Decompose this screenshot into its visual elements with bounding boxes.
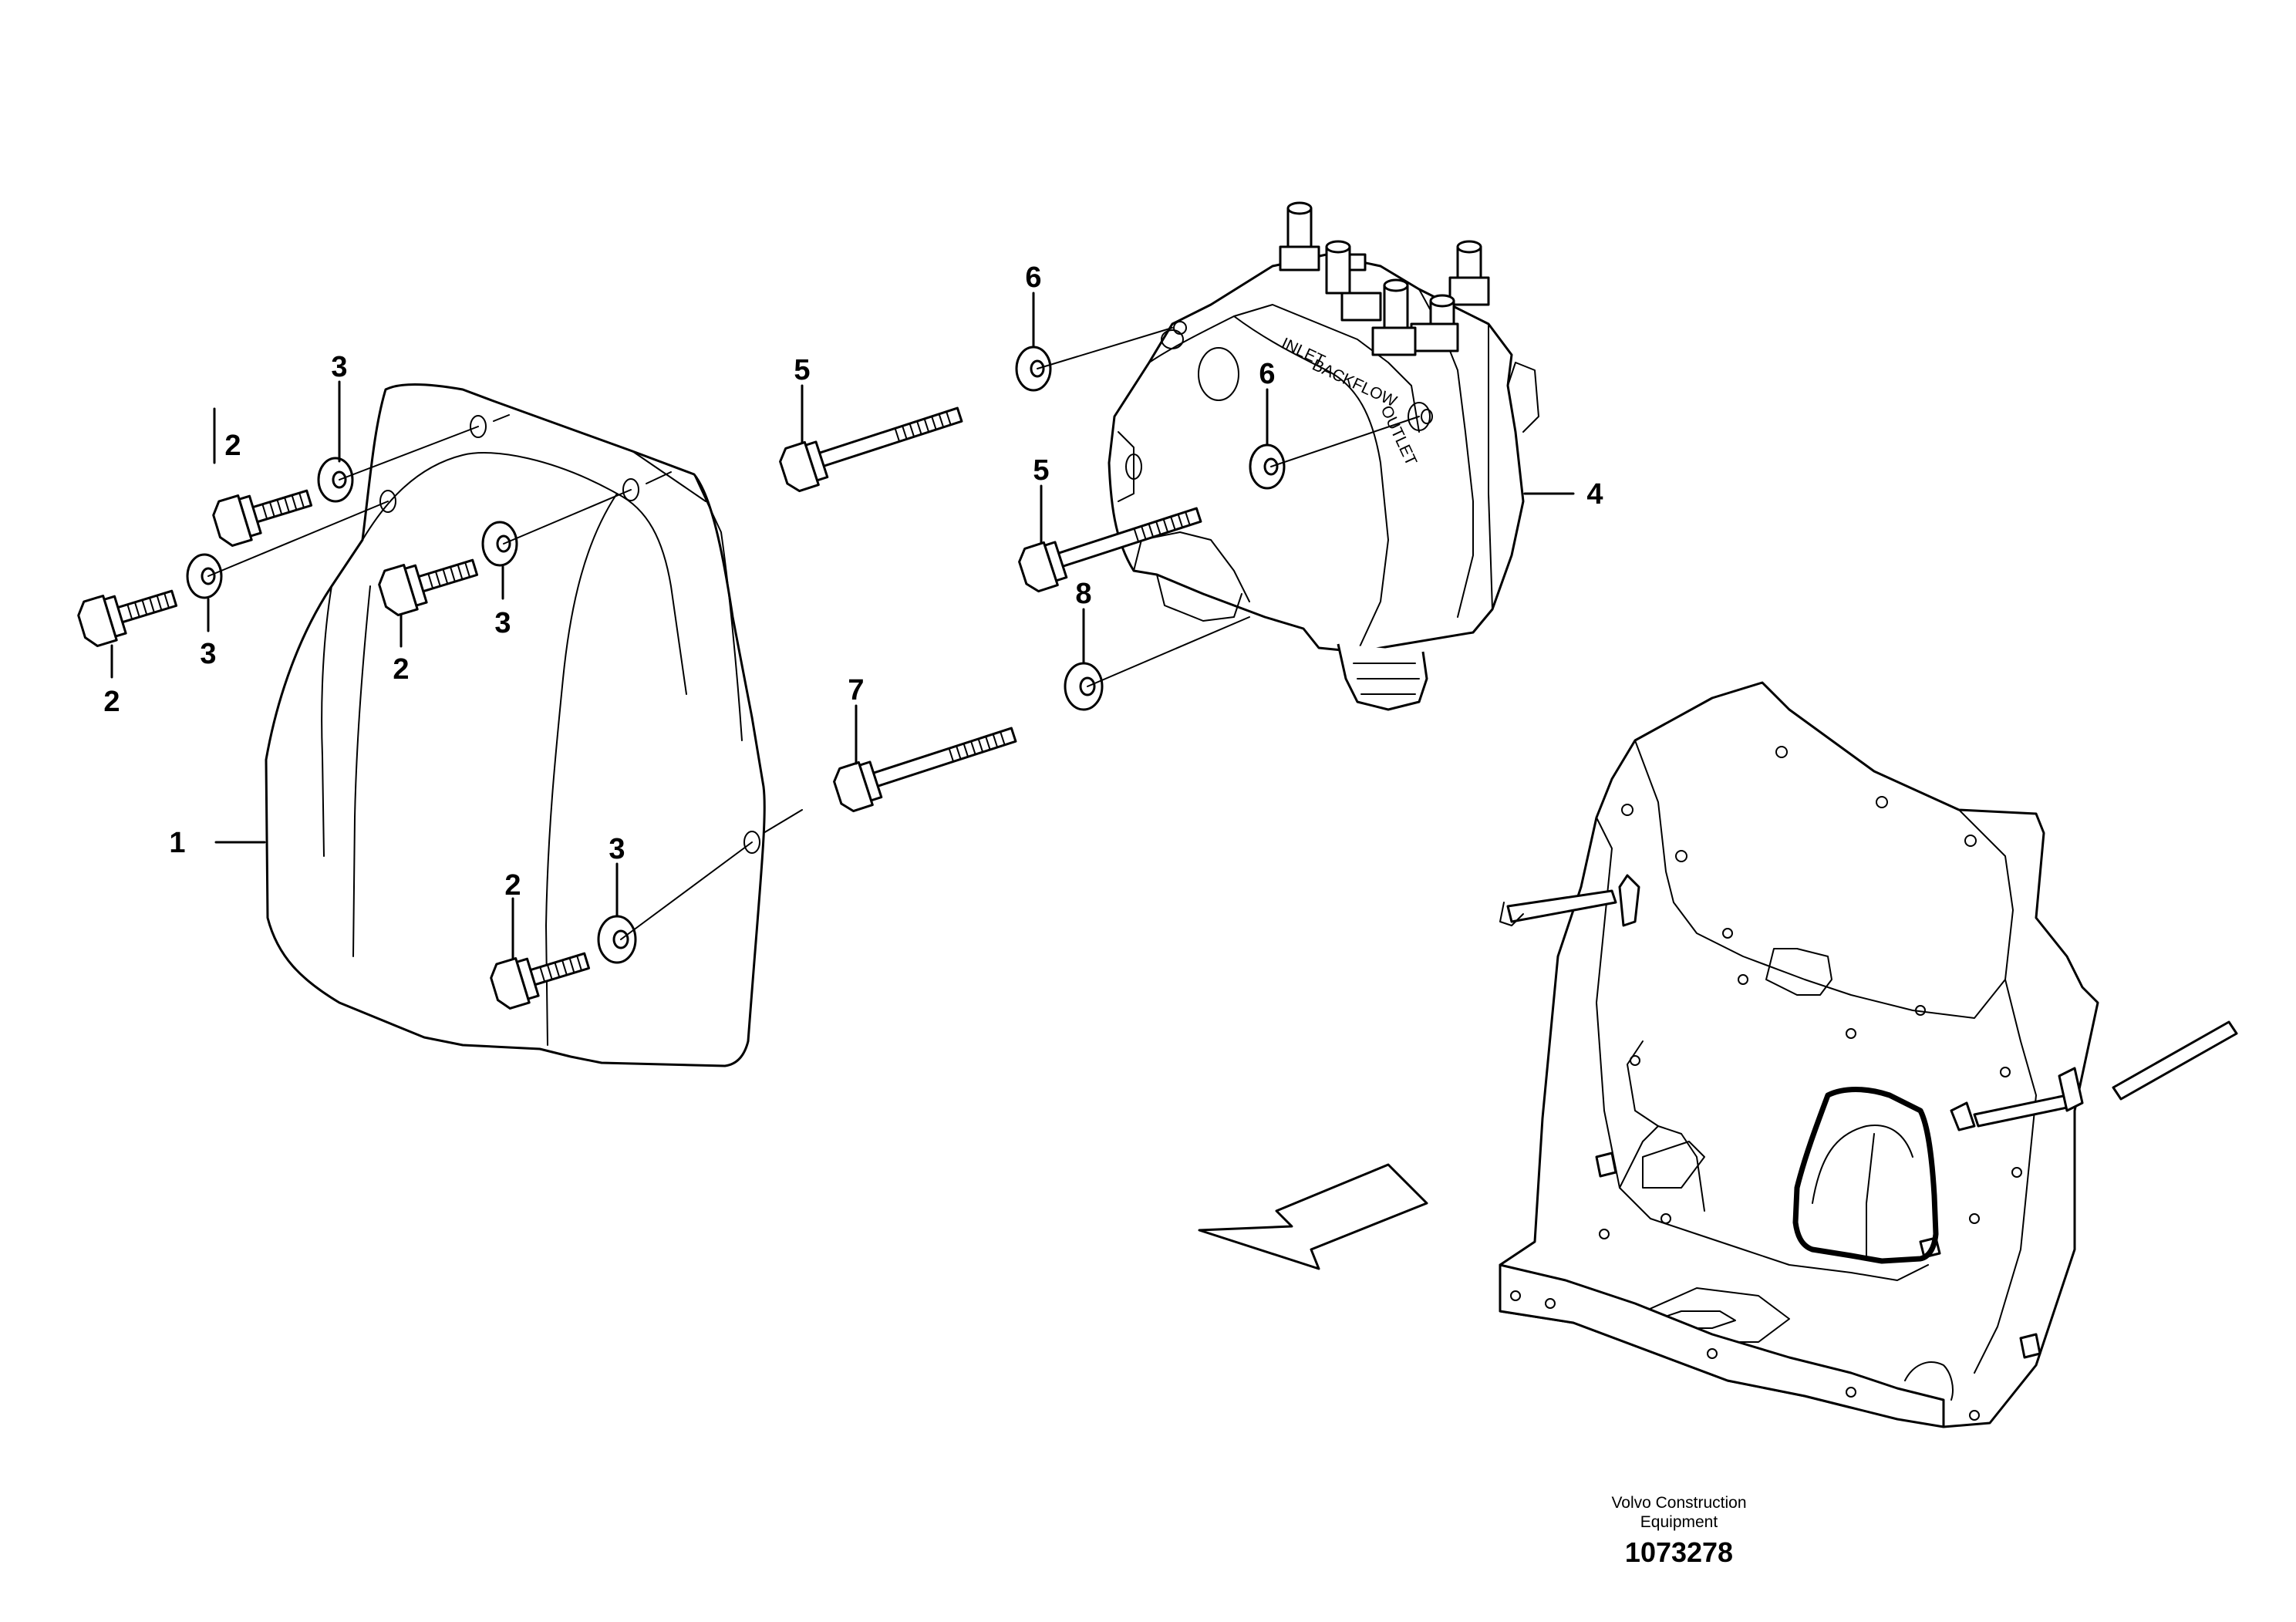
washer-8 xyxy=(1064,662,1104,711)
footer: Volvo Construction Equipment 1073278 xyxy=(1611,1494,1746,1568)
washer-3-b xyxy=(186,553,223,599)
callout-3-a: 3 xyxy=(331,351,347,383)
assembly-lines xyxy=(207,327,1420,940)
callout-6-a: 6 xyxy=(1025,261,1041,294)
callout-2-c: 2 xyxy=(393,653,409,686)
callout-2-b: 2 xyxy=(103,686,120,718)
washer-3-c xyxy=(481,521,518,567)
drawing-number: 1073278 xyxy=(1625,1536,1733,1568)
callout-3-b: 3 xyxy=(200,638,216,670)
washer-6-a xyxy=(1015,346,1052,392)
callout-7: 7 xyxy=(848,674,864,706)
callout-6-b: 6 xyxy=(1259,358,1275,390)
washer-6-b xyxy=(1249,443,1286,490)
callout-leaders xyxy=(110,292,1575,960)
callout-5-a: 5 xyxy=(794,354,810,386)
callout-5-b: 5 xyxy=(1033,454,1049,487)
callout-labels: 1 2 2 2 2 3 3 3 3 4 5 5 6 6 7 8 xyxy=(103,261,1603,902)
callout-2-d: 2 xyxy=(504,869,521,902)
bolt-5-b xyxy=(1018,507,1202,593)
callout-3-d: 3 xyxy=(609,833,625,865)
brand-line-2: Equipment xyxy=(1640,1513,1718,1531)
valve-part-4: INLET BACKFLOW OUTLET xyxy=(1108,201,1539,711)
brand-line-1: Volvo Construction xyxy=(1611,1494,1746,1512)
washer-3-a xyxy=(317,457,354,503)
bolt-2-b xyxy=(77,589,178,647)
callout-8: 8 xyxy=(1075,578,1091,610)
direction-arrow xyxy=(1198,1163,1428,1270)
fastener-set xyxy=(77,346,1286,1010)
bolt-2-d xyxy=(490,952,591,1010)
cover-part-1 xyxy=(265,383,766,1067)
callout-2-a: 2 xyxy=(224,430,241,462)
callout-4: 4 xyxy=(1586,478,1603,511)
locator-view-frame xyxy=(1499,681,2238,1428)
bolt-5-a xyxy=(779,406,963,493)
callout-3-c: 3 xyxy=(494,607,511,639)
bolt-2-c xyxy=(378,558,479,616)
bolt-7 xyxy=(833,727,1017,813)
washer-3-d xyxy=(597,915,637,964)
bolt-2-a xyxy=(212,489,313,547)
callout-1: 1 xyxy=(169,827,185,859)
